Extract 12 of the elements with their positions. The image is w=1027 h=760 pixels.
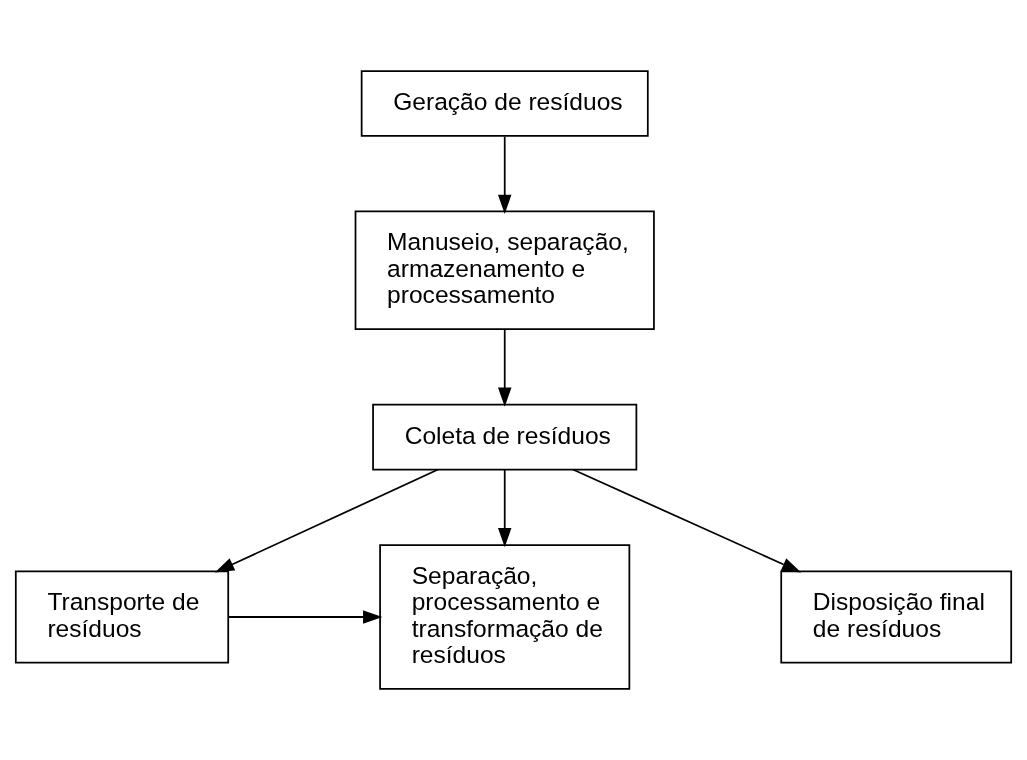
arrow [497,328,512,407]
node-box: Disposição final de resíduos [780,570,1013,664]
arrow [214,468,439,573]
arrow [497,468,512,548]
node-box: Geração de resíduos [360,70,649,137]
arrow [497,135,512,215]
node-box: Separação, processamento e transformação de resíduos [379,544,631,690]
arrow [572,468,802,573]
node-box: Transporte de resíduos [14,570,230,664]
node-box: Coleta de resíduos [372,403,638,471]
arrow [228,610,383,624]
node-box: Manuseio, separação, armazenamento e processamento [354,210,655,330]
